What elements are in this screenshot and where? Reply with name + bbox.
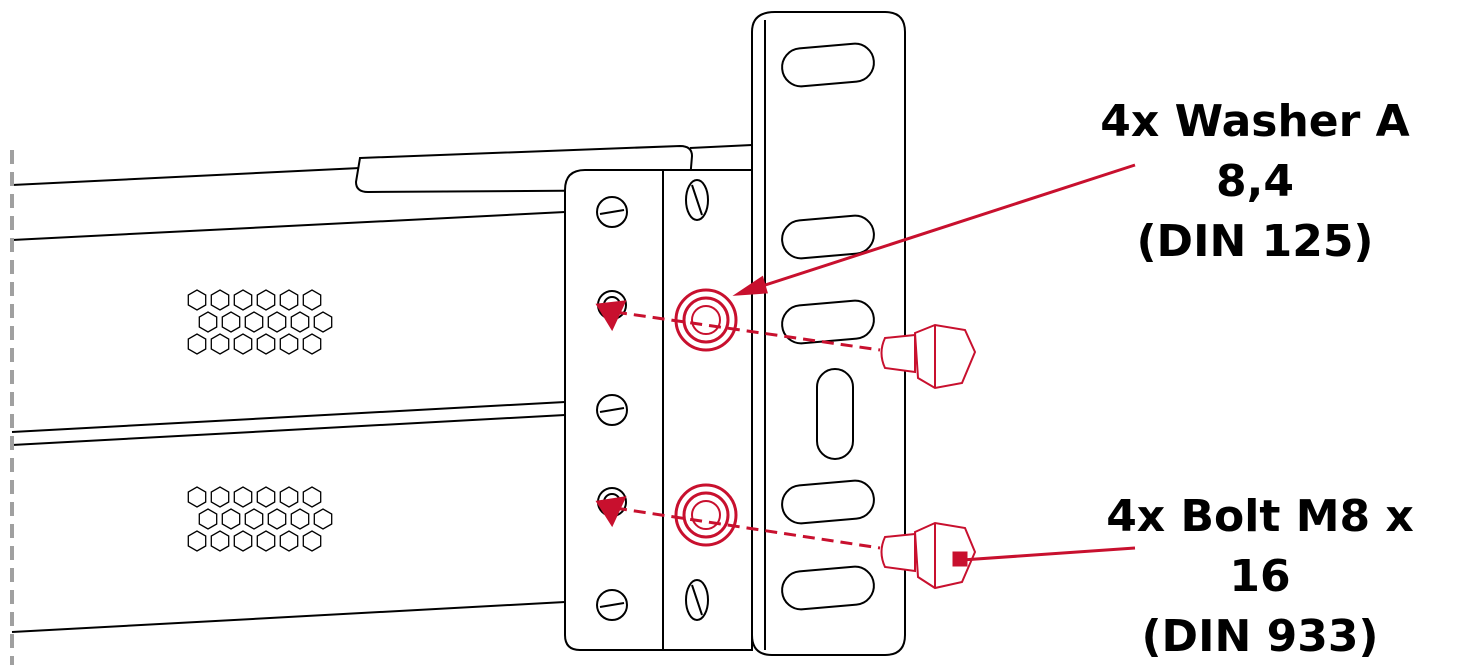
arrow-icon	[732, 275, 768, 296]
leader-anchor	[952, 551, 968, 567]
vent-hole	[267, 508, 287, 530]
bracket	[564, 11, 906, 656]
vent-hole	[313, 311, 333, 333]
bolt-top	[880, 323, 977, 390]
bolt-label-line1: 4x Bolt M8 x 16	[1106, 491, 1414, 602]
slot-hole	[781, 42, 875, 88]
arrow-icon	[595, 496, 627, 528]
bolt-leader-line	[961, 546, 1136, 562]
vent-hole	[187, 486, 207, 508]
slot-hole	[781, 299, 875, 345]
vent-hole	[210, 333, 230, 355]
vent-hole	[302, 530, 322, 552]
rail-edge	[689, 144, 753, 149]
vent-hole	[256, 530, 276, 552]
rail-edge	[11, 167, 361, 186]
vent-hole	[233, 486, 253, 508]
vent-hole	[256, 486, 276, 508]
bolt-label-line2: (DIN 933)	[1141, 611, 1379, 662]
vent-hole	[210, 486, 230, 508]
vent-hole	[244, 508, 264, 530]
vent-hole	[302, 333, 322, 355]
vent-hole	[221, 311, 241, 333]
rail-edge	[11, 211, 566, 241]
slot-hole	[781, 214, 875, 260]
vent-hole	[244, 311, 264, 333]
vent-hole	[290, 311, 310, 333]
washer-leader-line	[749, 163, 1136, 292]
washer-label: 4x Washer A 8,4 (DIN 125)	[1060, 92, 1450, 272]
bolt-label: 4x Bolt M8 x 16 (DIN 933)	[1070, 487, 1450, 667]
assembly-path	[614, 310, 881, 352]
vent-hole	[233, 333, 253, 355]
vent-hole	[279, 333, 299, 355]
washer-label-line1: 4x Washer A 8,4	[1100, 96, 1410, 207]
vent-hole	[187, 530, 207, 552]
vent-hole	[233, 289, 253, 311]
vent-hole	[256, 333, 276, 355]
vent-pattern	[187, 289, 333, 552]
vent-hole	[187, 333, 207, 355]
washer-label-line2: (DIN 125)	[1136, 216, 1374, 267]
vent-hole	[313, 508, 333, 530]
assembly-red	[595, 163, 1136, 590]
slot-hole	[781, 479, 875, 525]
slot-hole	[781, 565, 875, 611]
rail-edge	[11, 601, 566, 633]
vent-hole	[210, 530, 230, 552]
vent-hole	[221, 508, 241, 530]
washer-bottom	[674, 483, 738, 547]
slot-hole	[816, 368, 854, 460]
vent-hole	[279, 289, 299, 311]
vent-hole	[279, 530, 299, 552]
bolt-bottom	[880, 521, 977, 590]
vent-hole	[267, 311, 287, 333]
vent-hole	[198, 508, 218, 530]
vent-hole	[187, 289, 207, 311]
vent-hole	[233, 530, 253, 552]
vent-hole	[302, 289, 322, 311]
vent-hole	[198, 311, 218, 333]
arrow-icon	[595, 300, 627, 332]
vent-hole	[290, 508, 310, 530]
vent-hole	[279, 486, 299, 508]
rail-edge	[11, 414, 566, 446]
vent-hole	[256, 289, 276, 311]
vent-hole	[302, 486, 322, 508]
bracket-front-plate	[564, 169, 753, 651]
assembly-path	[614, 506, 881, 550]
rail-edge	[11, 401, 566, 433]
vent-hole	[210, 289, 230, 311]
washer-top	[674, 288, 738, 352]
